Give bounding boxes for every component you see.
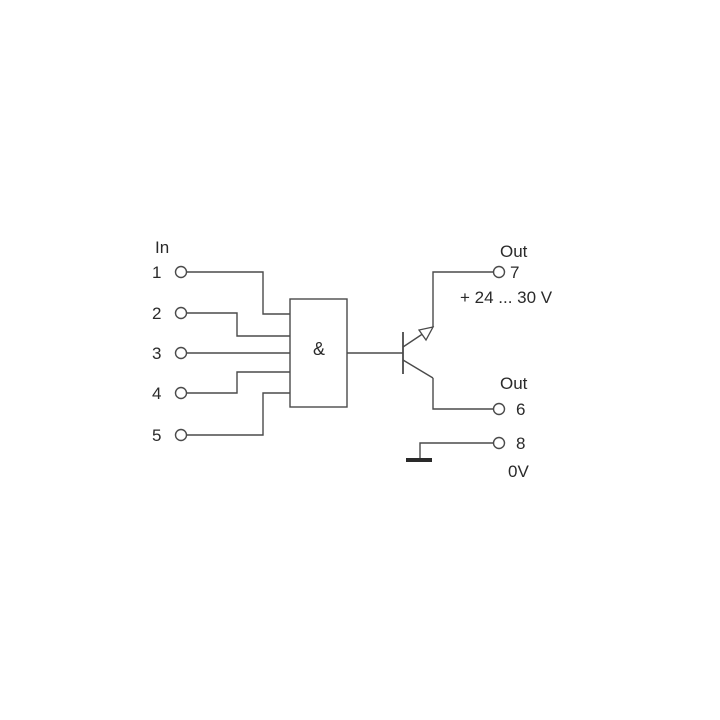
input-2-terminal [174,306,188,320]
input-2-wire [186,312,290,337]
input-5-wire [186,392,290,436]
ground-wire [419,442,494,459]
output-bottom-header: Out [500,374,528,393]
input-1-wire [186,271,290,315]
input-4-label: 4 [152,384,161,403]
output-6-terminal [492,402,506,416]
transistor-emitter-arrow-icon [417,326,435,342]
transistor-collector [402,359,434,379]
output-6-wire [432,378,494,410]
output-7-label: 7 [510,263,519,282]
and-gate-symbol: & [313,339,325,359]
ground-terminal-label: 8 [516,434,525,453]
input-3-terminal [174,346,188,360]
input-4-terminal [174,386,188,400]
output-7-wire [432,271,494,327]
input-5-terminal [174,428,188,442]
ground-voltage-label: 0V [508,462,529,481]
output-7-terminal [492,265,506,279]
input-1-terminal [174,265,188,279]
inputs-header: In [155,238,169,257]
input-2-label: 2 [152,304,161,323]
supply-voltage-label: + 24 ... 30 V [460,288,553,307]
input-4-wire [186,371,290,394]
input-1-label: 1 [152,263,161,282]
input-3-label: 3 [152,344,161,363]
ground-terminal [492,436,506,450]
output-6-label: 6 [516,400,525,419]
output-top-header: Out [500,242,528,261]
input-5-label: 5 [152,426,161,445]
